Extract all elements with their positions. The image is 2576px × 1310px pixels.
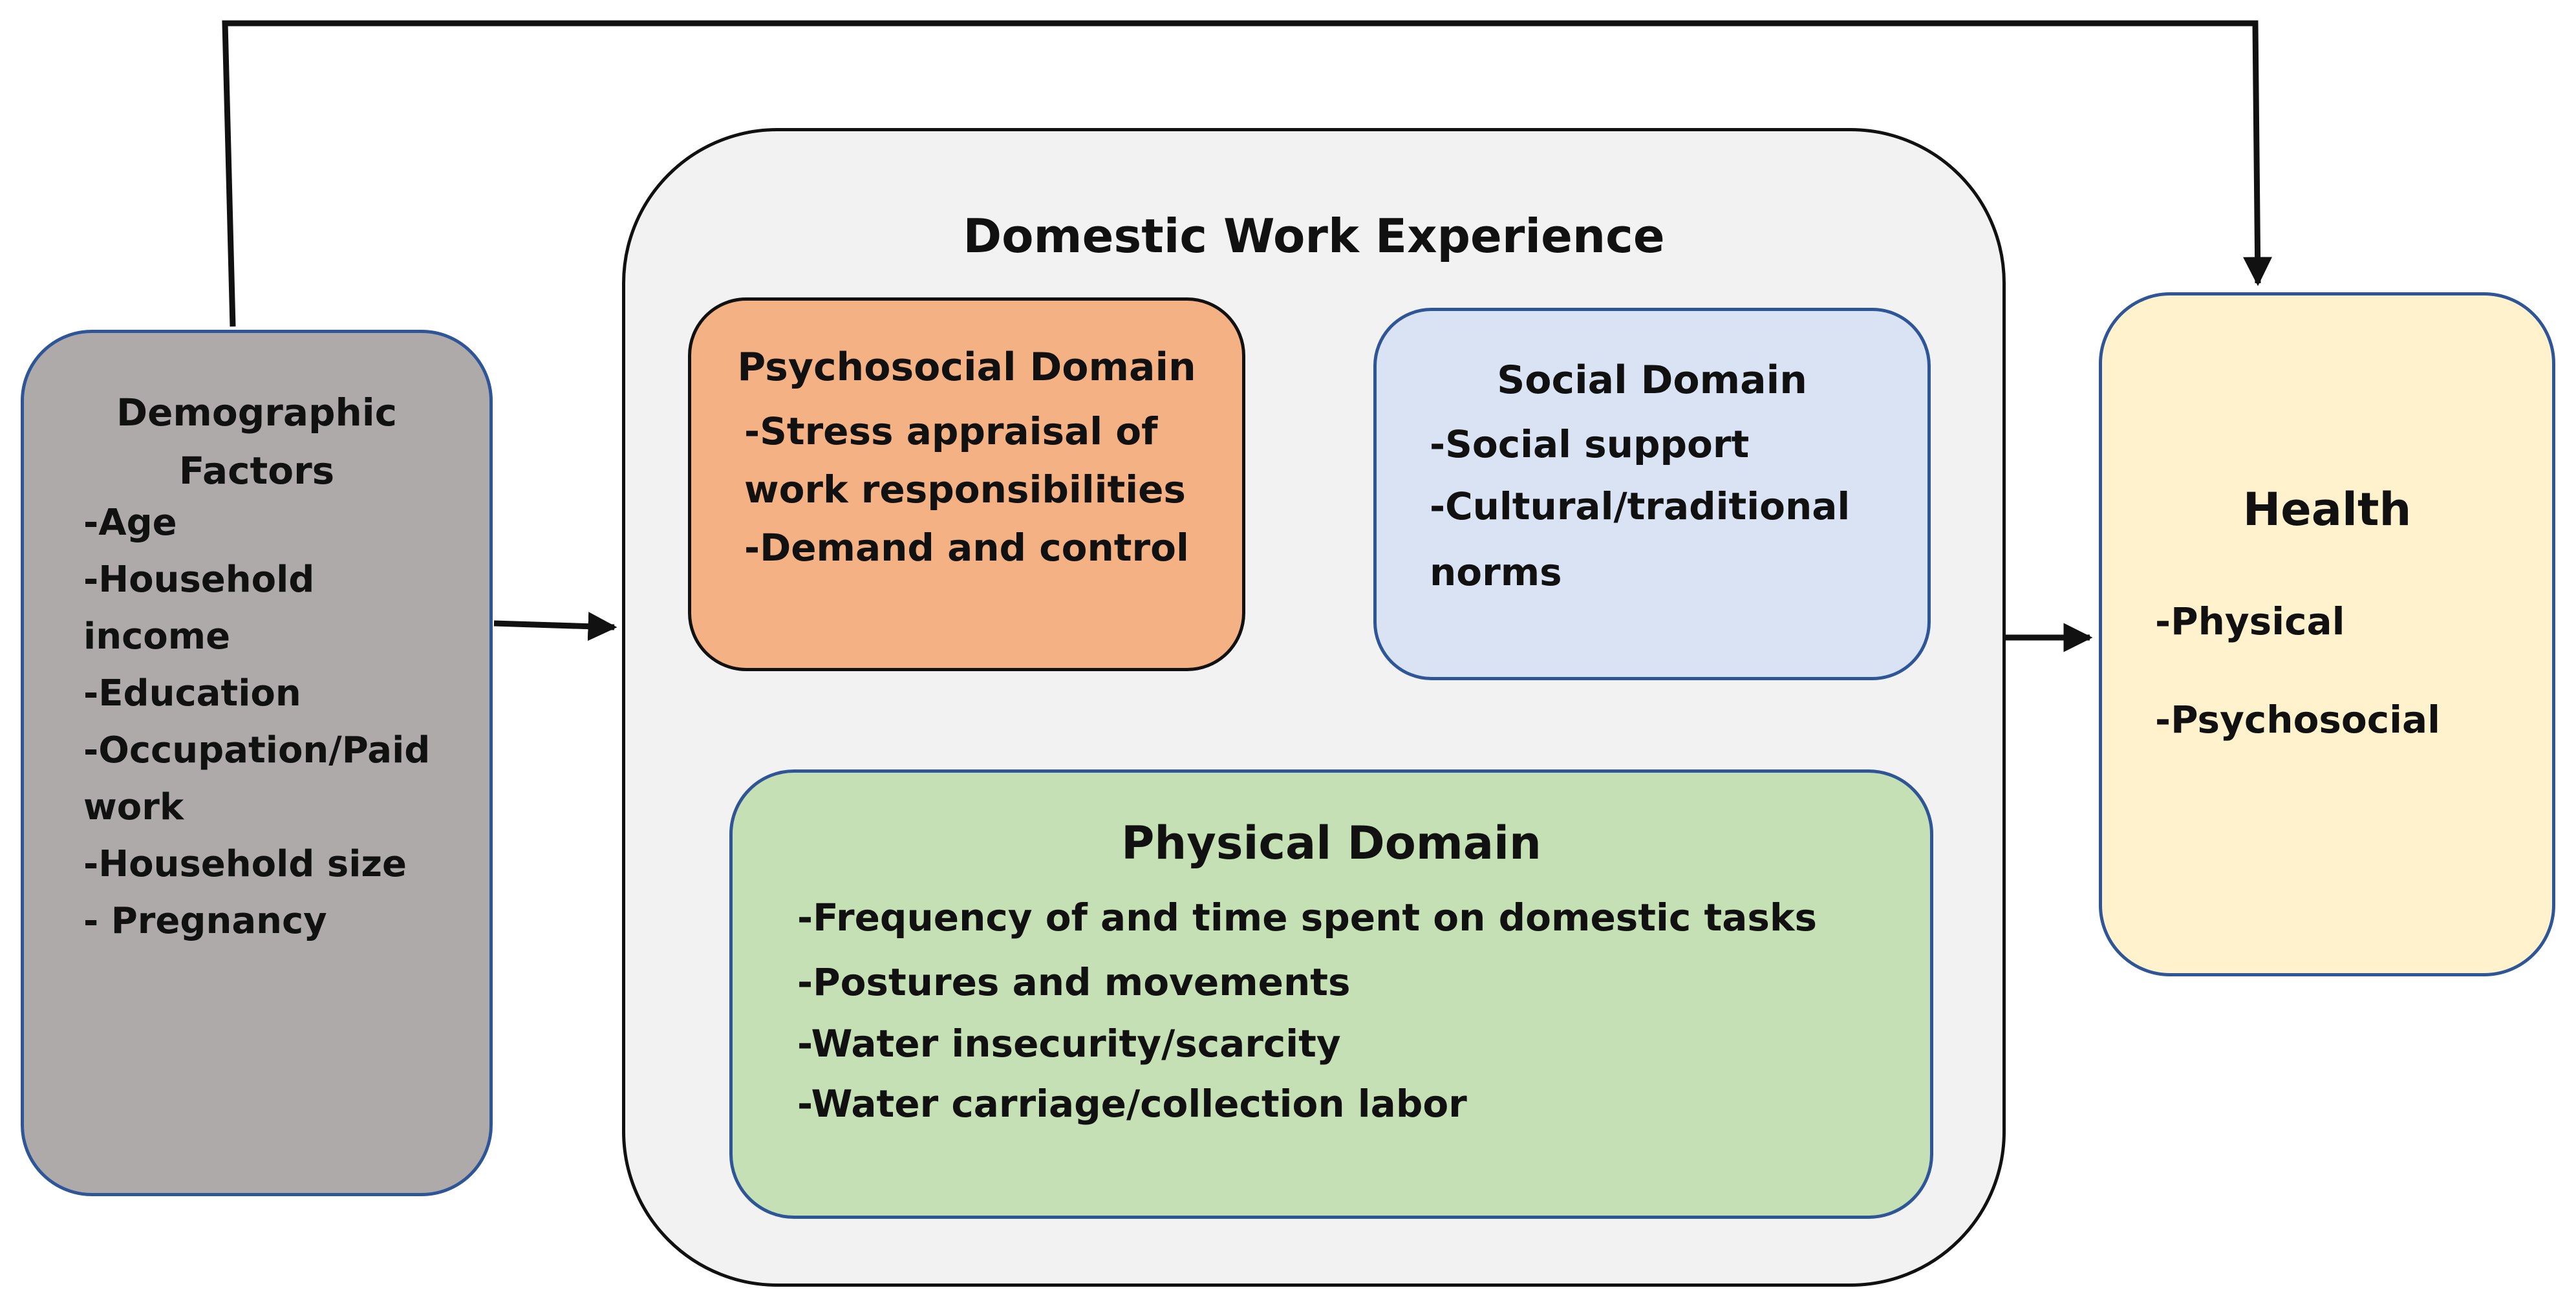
demographic-factors-heading: Demographic Factors: [24, 383, 489, 500]
list-item: -Stress appraisal of: [744, 409, 1158, 453]
feedback-arrow-demographic-to-health: [222, 20, 2273, 327]
demographic-heading-line-1: Demographic: [116, 391, 398, 435]
list-item: -Frequency of and time spent on domestic…: [797, 896, 1817, 940]
list-item: -Water carriage/collection labor: [797, 1082, 1467, 1126]
list-item: - Pregnancy: [83, 900, 327, 942]
physical-domain-title: Physical Domain: [1121, 817, 1541, 870]
psychosocial-domain-box: Psychosocial Domain -Stress appraisal of…: [688, 297, 1245, 671]
list-item: -Psychosocial: [2155, 698, 2441, 742]
demographic-factors-box: Demographic Factors -Age -Household inco…: [21, 330, 493, 1196]
demographic-items-list: -Age -Household income -Education -Occup…: [83, 495, 478, 950]
list-item: norms: [1430, 550, 1562, 594]
physical-domain-box: Physical Domain -Frequency of and time s…: [729, 769, 1933, 1219]
demographic-heading-line-2: Factors: [178, 449, 335, 493]
list-item: -Postures and movements: [797, 960, 1351, 1004]
list-item: work responsibilities: [744, 467, 1186, 511]
list-item: -Age: [83, 502, 177, 544]
list-item: work: [83, 786, 184, 828]
health-title: Health: [2242, 483, 2412, 536]
list-item: -Cultural/traditional: [1430, 484, 1851, 528]
list-item: -Physical: [2155, 599, 2345, 643]
arrow-demographic-to-work: [493, 612, 617, 641]
social-domain-title: Social Domain: [1497, 358, 1807, 403]
list-item: income: [83, 616, 231, 658]
list-item: -Water insecurity/scarcity: [797, 1022, 1341, 1066]
health-box: Health -Physical -Psychosocial: [2099, 292, 2555, 976]
list-item: -Demand and control: [744, 526, 1189, 570]
list-item: -Household: [83, 559, 315, 601]
list-item: -Education: [83, 672, 301, 714]
social-domain-box: Social Domain -Social support -Cultural/…: [1373, 308, 1931, 680]
list-item: -Social support: [1430, 422, 1750, 466]
list-item: -Occupation/Paid: [83, 729, 431, 771]
list-item: -Household size: [83, 843, 407, 885]
psychosocial-domain-title: Psychosocial Domain: [737, 345, 1196, 390]
domestic-work-experience-title: Domestic Work Experience: [963, 209, 1665, 263]
